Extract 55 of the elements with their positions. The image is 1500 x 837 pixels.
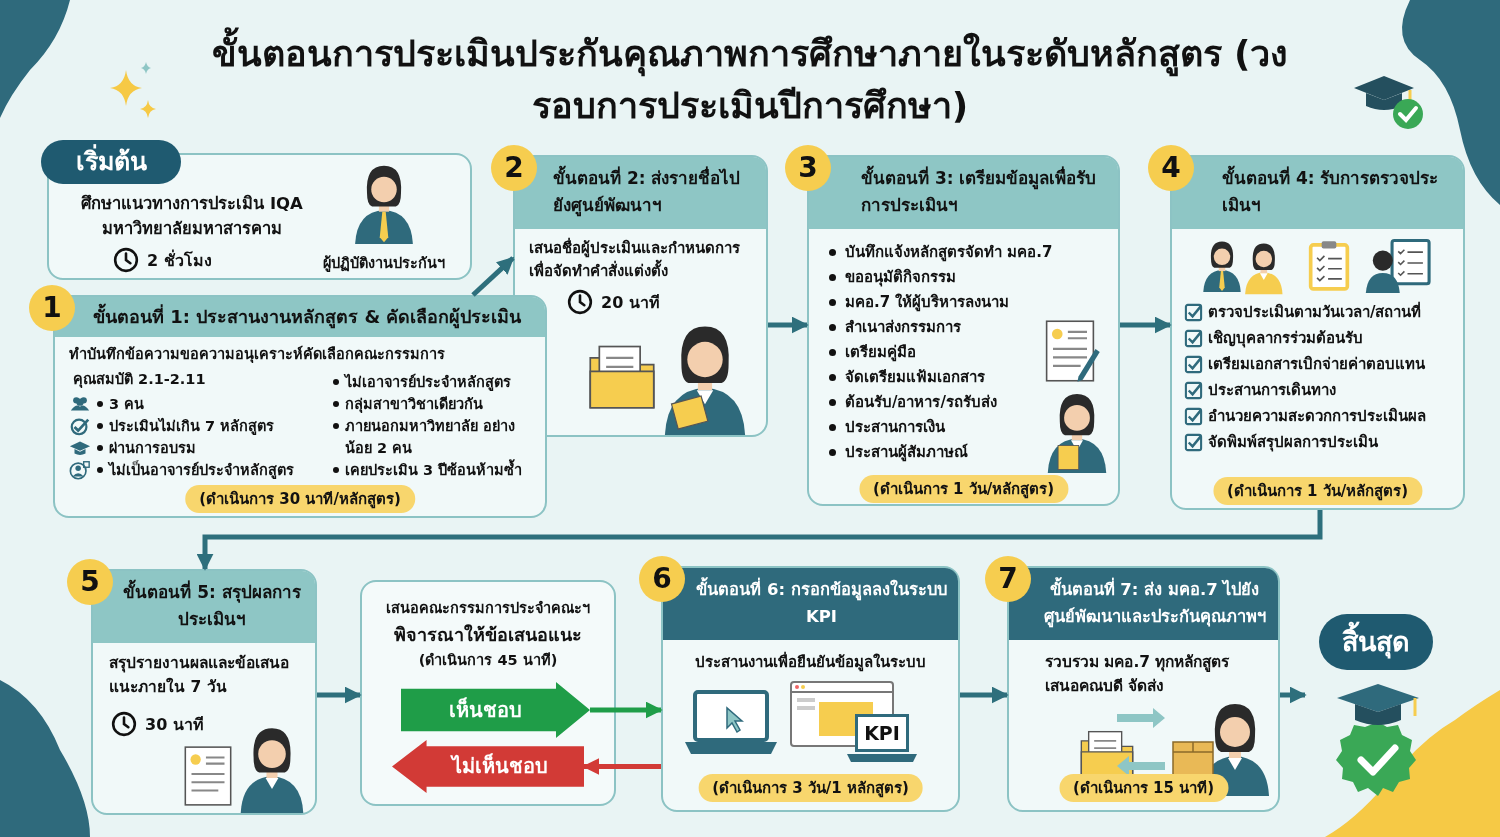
review-description: เสนอคณะกรรมการประจำคณะฯ <box>385 599 591 618</box>
checklist-item: อำนวยความสะดวกการประเมินผล <box>1208 406 1426 427</box>
criteria-item: ภายนอกมหาวิทยาลัย อย่างน้อย 2 คน <box>345 417 517 458</box>
arrow <box>1280 686 1307 704</box>
criteria-item: ผ่านการอบรม <box>109 439 196 458</box>
arrow <box>590 701 663 719</box>
duration-pill: (ดำเนินการ 1 วัน/หลักสูตร) <box>1212 477 1423 505</box>
arrow <box>960 686 1009 704</box>
step-description: ประสานงานเพื่อยืนยันข้อมูลในระบบ <box>694 650 927 674</box>
screen-label: KPI <box>855 714 909 752</box>
arrow <box>1120 316 1172 334</box>
checklist-item: บันทึกแจ้งหลักสูตรจัดทำ มคอ.7 <box>845 242 1053 263</box>
start-description: ศึกษาแนวทางการประเมิน IQA มหาวิทยาลัยมหาสารคาม <box>80 193 304 240</box>
criteria-item: ไม่เป็นอาจารย์ประจำหลักสูตร <box>109 459 294 481</box>
arrow <box>582 758 661 775</box>
start-label: เริ่มต้น <box>41 140 181 184</box>
checklist-item: ประสานการเงิน <box>845 417 945 438</box>
checklist-item: จัดพิมพ์สรุปผลการประเมิน <box>1208 432 1378 453</box>
checklist-item: ขออนุมัติกิจกรรม <box>845 267 956 288</box>
criteria-item: 3 คน <box>109 395 145 414</box>
qualification-heading: คุณสมบัติ 2.1-2.11 <box>73 370 206 390</box>
criteria-item: ไม่เอาจารย์ประจำหลักสูตร <box>345 372 511 393</box>
end-label: สิ้นสุด <box>1319 614 1433 670</box>
checklist-item: ประสานการเดินทาง <box>1208 380 1336 401</box>
criteria-item: กลุ่มสาขาวิชาเดียวกัน <box>345 395 483 415</box>
duration-text: 30 นาที <box>145 714 204 736</box>
duration-pill: (ดำเนินการ 15 นาที) <box>1059 774 1228 802</box>
checklist-item: ต้อนรับ/อาหาร/รถรับส่ง <box>845 392 997 413</box>
review-heading: พิจารณาให้ข้อเสนอแนะ <box>393 623 583 647</box>
checklist-item: มคอ.7 ให้ผู้บริหารลงนาม <box>845 292 1010 313</box>
duration-pill: (ดำเนินการ 3 วัน/1 หลักสูตร) <box>698 774 923 802</box>
step-description: ทำบันทึกข้อความขอความอนุเคราะห์คัดเลือกคณะกรรมการ <box>69 344 446 365</box>
criteria-item: ประเมินไม่เกิน 7 หลักสูตร <box>109 417 275 437</box>
criteria-item: เคยประเมิน 3 ปีซ้อนห้ามซ้ำ <box>345 459 523 481</box>
duration-text: (ดำเนินการ 45 นาที) <box>417 651 559 670</box>
duration-pill: (ดำเนินการ 1 วัน/หลักสูตร) <box>858 475 1069 503</box>
step-description: รวบรวม มคอ.7 ทุกหลักสูตร เสนอคณบดี จัดส่ง <box>1045 652 1231 697</box>
duration-text: 2 ชั่วโมง <box>147 248 212 272</box>
review-card <box>360 580 616 806</box>
arrow <box>317 686 362 704</box>
arrow <box>768 316 809 334</box>
checklist-item: ประสานผู้สัมภาษณ์ <box>845 442 968 463</box>
diagram-title: ขั้นตอนการประเมินประกันคุณภาพการศึกษาภายในระดับหลักสูตร (วงรอบการประเมินปีการศึกษา) <box>200 28 1300 132</box>
role-caption: ผู้ปฏิบัติงานประกันฯ <box>322 254 446 274</box>
duration-text: 20 นาที <box>601 292 660 314</box>
checklist-item: เตรียมคู่มือ <box>845 342 916 363</box>
duration-pill: (ดำเนินการ 30 นาที/หลักสูตร) <box>185 485 415 513</box>
checklist-item: เชิญบุคลากรร่วมต้อนรับ <box>1208 328 1363 349</box>
checklist-item: เตรียมเอกสารเบิกจ่ายค่าตอบแทน <box>1208 354 1425 375</box>
step-description: เสนอชื่อผู้ประเมินและกำหนดการเพื่อจัดทำคำสั่งแต่งตั้ง <box>529 237 741 282</box>
checklist-item: จัดเตรียมแฟ้มเอกสาร <box>845 367 985 388</box>
step-description: สรุปรายงานผลและข้อเสนอแนะภายใน 7 วัน <box>109 653 290 698</box>
checklist-item: ตรวจประเมินตามวันเวลา/สถานที่ <box>1208 301 1422 323</box>
arrow <box>196 510 1323 571</box>
checklist-item: สำเนาส่งกรรมการ <box>845 317 961 338</box>
